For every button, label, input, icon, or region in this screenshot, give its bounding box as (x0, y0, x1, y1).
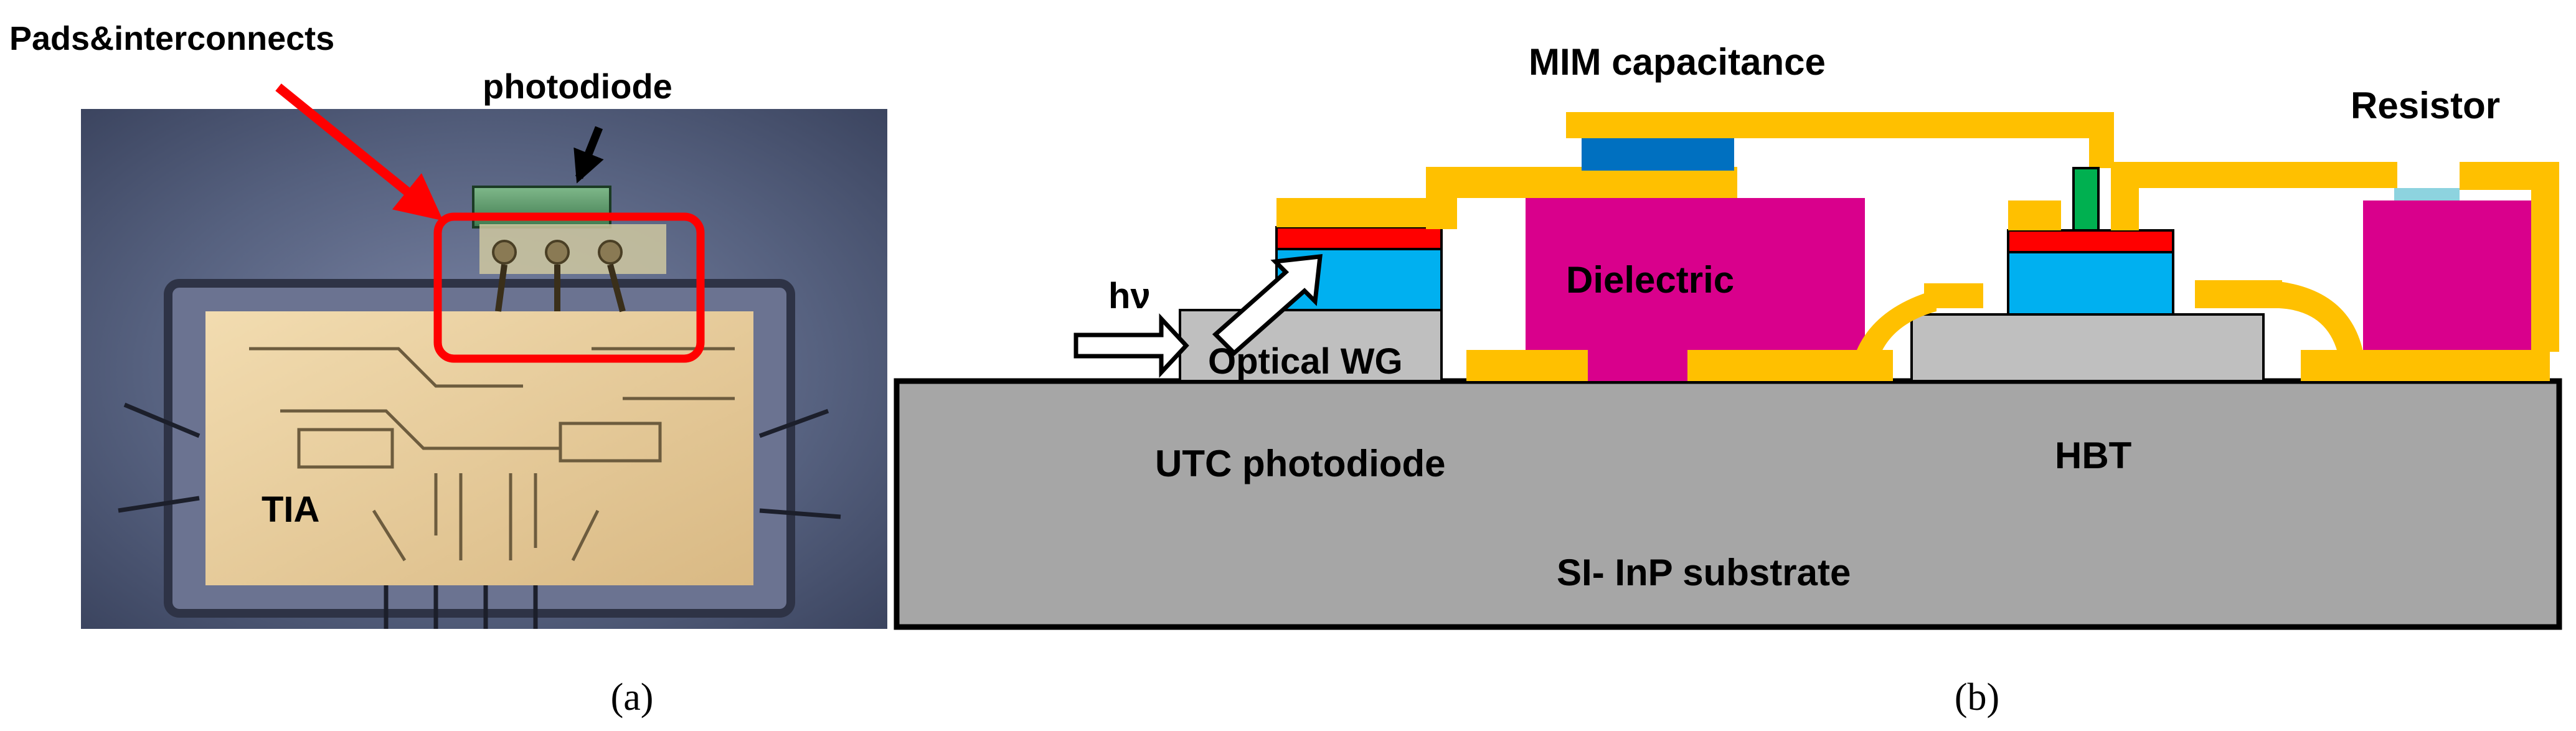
hbt-contact-layer (2007, 229, 2174, 253)
label-photodiode: photodiode (483, 67, 672, 106)
mim-top-plate (1582, 138, 1734, 171)
via (2072, 167, 2100, 232)
resistor-film (2394, 188, 2460, 200)
circuit-traces (249, 347, 735, 562)
photodiode-bump (545, 240, 570, 265)
interconnect-traces (495, 263, 626, 313)
substrate (894, 378, 2562, 630)
hbt-base-mesa (1910, 313, 2265, 382)
incident-light-arrow (1073, 313, 1189, 378)
label-hv: hν (1108, 276, 1151, 316)
label-optical-wg: Optical WG (1208, 341, 1403, 382)
red-arrow (275, 83, 443, 221)
photodiode-bump (598, 240, 623, 265)
label-resistor: Resistor (2351, 85, 2500, 126)
label-dielectric: Dielectric (1566, 259, 1734, 301)
photodiode-chip (472, 186, 611, 229)
metal-interconnects (1276, 112, 2559, 381)
label-substrate: SI- InP substrate (1557, 552, 1851, 593)
black-arrow (573, 126, 604, 184)
label-pads-interconnects: Pads&interconnects (9, 20, 334, 57)
label-hbt: HBT (2055, 435, 2131, 476)
caption-b: (b) (1955, 676, 1999, 719)
photodiode-bump (492, 240, 517, 265)
light-guided-arrow (1212, 254, 1323, 356)
panel-a: Pads&interconnects photodiode TIA (a) (9, 20, 887, 719)
highlight-box (433, 212, 705, 363)
label-tia: TIA (262, 489, 319, 530)
label-utc-photodiode: UTC photodiode (1155, 443, 1446, 484)
utc-contact-layer (1275, 226, 1443, 250)
label-mim-capacitance: MIM capacitance (1529, 41, 1826, 83)
bond-wires (118, 402, 841, 629)
panel-b: MIM capacitance Resistor Dielectric hν O… (894, 41, 2562, 719)
hbt-semiconductor-layer (2007, 251, 2174, 316)
caption-a: (a) (611, 676, 654, 719)
